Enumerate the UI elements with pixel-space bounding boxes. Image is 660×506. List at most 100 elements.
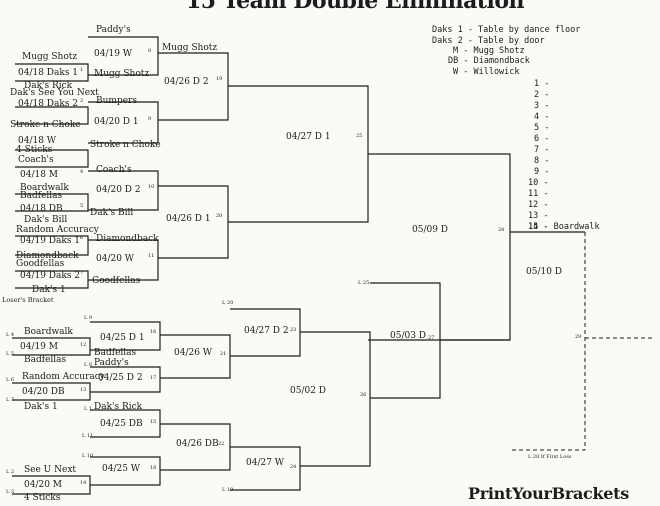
l-r2-g18-ltop: L 10 bbox=[82, 453, 94, 459]
w-r1-g2-date: 04/18 Daks 2 bbox=[18, 99, 79, 109]
l-r2-g16-num: 16 bbox=[150, 329, 157, 335]
w-r3-g19-top: Mugg Shotz bbox=[162, 43, 218, 53]
w-r1-g4-bottom: Badfellas bbox=[20, 191, 63, 201]
l-r1-g14-top: See U Next bbox=[24, 465, 77, 475]
w-r2-g8-top: Paddy's bbox=[96, 25, 131, 35]
place-10: 10 - bbox=[528, 178, 549, 188]
w-r1-g5-date: 04/18 DB bbox=[20, 204, 63, 214]
w-r6-g29-date: 05/10 D bbox=[526, 267, 563, 277]
w-r6-g29-num: 29 bbox=[575, 334, 582, 340]
l-r2-g15-ltop: L 1 bbox=[84, 406, 93, 412]
place-3: 3 - bbox=[534, 101, 550, 111]
w-r2-g11-num: 11 bbox=[148, 253, 155, 259]
w-r1-g4-top: Boardwalk bbox=[20, 183, 69, 193]
l-r6-g27-date: 05/03 D bbox=[390, 331, 427, 341]
l-r2-g15-lbottom: L 11 bbox=[82, 433, 94, 439]
l-r4-g24-lbl: L 19 bbox=[222, 487, 234, 493]
place-8: 8 - bbox=[534, 156, 550, 166]
l-r4-g23-num: 23 bbox=[290, 327, 297, 333]
w-r1-g1-num: 1 bbox=[80, 67, 84, 73]
w-r2-g10-date: 04/20 D 2 bbox=[96, 185, 141, 195]
place-1: 1 - bbox=[534, 79, 550, 89]
l-r1-g12-top: Boardwalk bbox=[24, 327, 73, 337]
w-r3-g20-num: 20 bbox=[216, 213, 223, 219]
w-r1-g1-top: Mugg Shotz bbox=[22, 52, 78, 62]
page-title: 15 Team Double Elimination bbox=[186, 0, 525, 14]
l-r5-g26-num: 26 bbox=[360, 392, 367, 398]
legend-line-3: M - Mugg Shotz bbox=[453, 46, 525, 56]
w-r1-g3-top: 4 Sticks bbox=[16, 145, 53, 155]
l-r1-g13-lbottom: L 7 bbox=[6, 397, 15, 403]
w-r1-g1-bottom: Dak's Rick bbox=[24, 81, 73, 91]
l-r4-g23-date: 04/27 D 2 bbox=[244, 326, 289, 336]
place-14: 14 - bbox=[528, 222, 549, 232]
w-r2-g9-date: 04/20 D 1 bbox=[94, 117, 139, 127]
w-r3-g20-date: 04/26 D 1 bbox=[166, 214, 211, 224]
w-r2-g10-top: Coach's bbox=[96, 165, 132, 175]
l-r1-g13-top: Random Accuracy bbox=[22, 372, 105, 382]
w-r1-g2-num: 2 bbox=[80, 98, 84, 104]
w-r1-g3-date: 04/18 W bbox=[18, 136, 57, 146]
l-r3-g22-date: 04/26 DB bbox=[176, 439, 219, 449]
l-r2-g17-num: 17 bbox=[150, 375, 157, 381]
l-r2-g17-bottom: Paddy's bbox=[94, 358, 129, 368]
legend-line-1: Daks 1 - Table by dance floor bbox=[432, 25, 581, 35]
l-r1-g14-num: 14 bbox=[80, 480, 87, 486]
w-r1-g4-date: 04/18 M bbox=[20, 170, 59, 180]
w-r1-g4-num: 4 bbox=[80, 169, 84, 175]
l-r2-g16-ltop: L 9 bbox=[84, 315, 93, 321]
place-6: 6 - bbox=[534, 134, 550, 144]
w-r2-g9-num: 9 bbox=[148, 116, 152, 122]
place-2: 2 - bbox=[534, 90, 550, 100]
w-r2-g10-num: 10 bbox=[148, 184, 155, 190]
w-r2-g11-top: Diamondback bbox=[96, 234, 159, 244]
l-r1-g13-num: 13 bbox=[80, 387, 87, 393]
l-r4-g24-num: 24 bbox=[290, 464, 297, 470]
place-9: 9 - bbox=[534, 167, 550, 177]
l-r2-g18-date: 04/25 W bbox=[102, 464, 141, 474]
l-r1-g12-num: 12 bbox=[80, 342, 87, 348]
w-r2-g11-date: 04/20 W bbox=[96, 254, 135, 264]
w-r4-g25-num: 25 bbox=[356, 133, 363, 139]
l-r4-g23-lbl: L 20 bbox=[222, 300, 234, 306]
l-r1-g14-lbottom: L 3 bbox=[6, 489, 15, 495]
l-r4-g24-date: 04/27 W bbox=[246, 458, 285, 468]
w-r2-g10-bottom: Dak's Bill bbox=[90, 208, 134, 218]
w-r1-g6-date: 04/19 Daks 1 bbox=[20, 236, 81, 246]
l-r3-g21-date: 04/26 W bbox=[174, 348, 213, 358]
w-r1-g5-num: 5 bbox=[80, 203, 84, 209]
l-r1-g14-bottom: 4 Sticks bbox=[24, 493, 61, 503]
l-r2-g18-num: 18 bbox=[150, 465, 157, 471]
place-4: 4 - bbox=[534, 112, 550, 122]
l-r1-g14-ltop: L 2 bbox=[6, 469, 15, 475]
w-r5-g28-num: 28 bbox=[498, 227, 505, 233]
l-r6-g27-lbl: L 25 bbox=[358, 280, 370, 286]
w-r2-g11-bottom: Goodfellas bbox=[92, 276, 141, 286]
w-r3-g19-date: 04/26 D 2 bbox=[164, 77, 209, 87]
place-15: 15 - Boardwalk bbox=[528, 222, 600, 232]
l-r1-g14-date: 04/20 M bbox=[24, 480, 63, 490]
l-r1-g13-bottom: Dak's 1 bbox=[24, 402, 58, 412]
w-r1-g7-num: 7 bbox=[80, 270, 84, 276]
w-r3-g19-num: 19 bbox=[216, 76, 223, 82]
w-r2-g9-bottom: Stroke n Choke bbox=[90, 140, 161, 150]
w-r2-g9-top: Bumpers bbox=[96, 96, 137, 106]
l-r2-g16-date: 04/25 D 1 bbox=[100, 333, 145, 343]
w-r4-g25-date: 04/27 D 1 bbox=[286, 132, 331, 142]
l-r1-g13-ltop: L 6 bbox=[6, 377, 15, 383]
w-r1-g5-bottom: Random Accuracy bbox=[16, 225, 99, 235]
l-r1-g12-date: 04/19 M bbox=[20, 342, 59, 352]
l-r1-g13-date: 04/20 DB bbox=[22, 387, 65, 397]
l-r2-g16-bottom: Badfellas bbox=[94, 348, 137, 358]
l-r6-g27-num: 27 bbox=[428, 335, 435, 341]
w-r1-g6-top: Diamondback bbox=[16, 251, 79, 261]
l-r1-g12-bottom: Badfellas bbox=[24, 355, 67, 365]
w-r2-g8-date: 04/19 W bbox=[94, 49, 133, 59]
w-r1-g2-bottom: Stroke n Choke bbox=[10, 120, 81, 130]
losers-bracket-label: Loser's Bracket bbox=[2, 296, 54, 304]
l-r1-g12-ltop: L 4 bbox=[6, 332, 15, 338]
place-7: 7 - bbox=[534, 145, 550, 155]
w-r1-g5-top: Dak's Bill bbox=[24, 215, 68, 225]
